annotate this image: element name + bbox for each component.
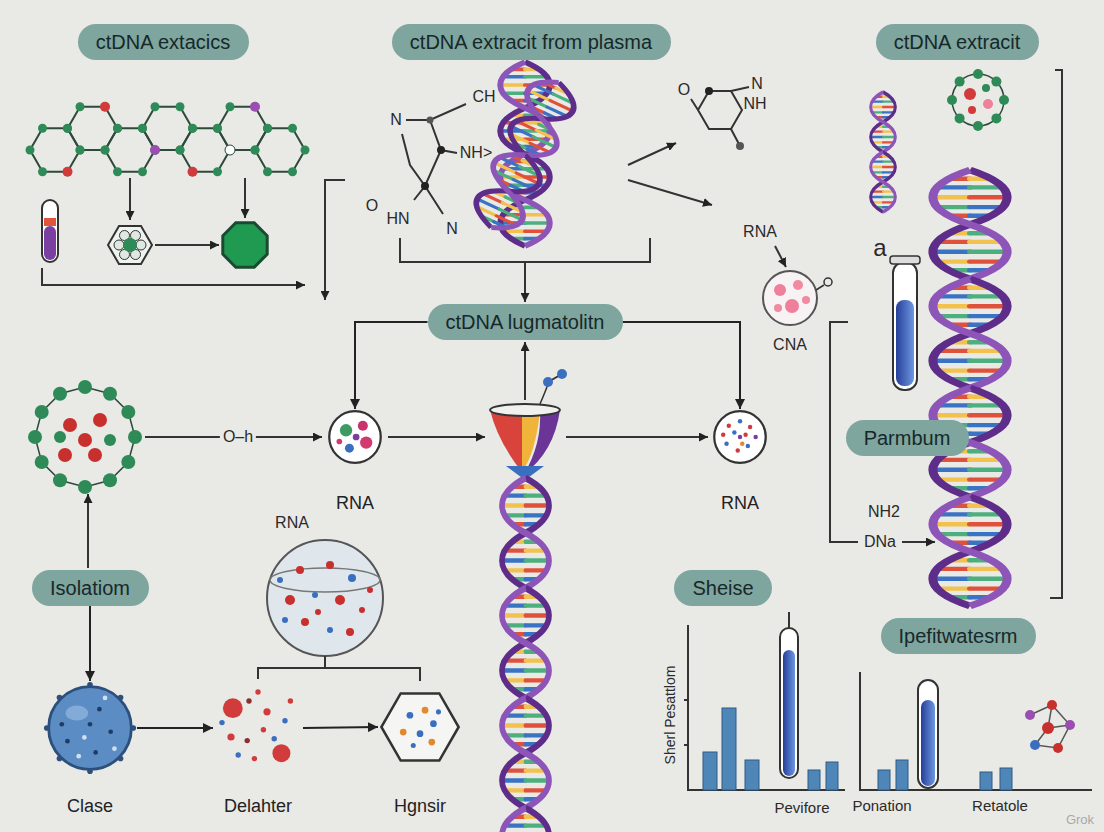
rna-circle: RNA	[712, 409, 768, 465]
cell-circle-shape	[43, 681, 137, 775]
molecule-label: CNA	[773, 336, 807, 354]
title-pill: ctDNA extracit from plasma	[392, 24, 671, 60]
vesicle	[763, 271, 832, 325]
bracket	[258, 656, 420, 681]
axis-title: Retatole	[972, 797, 1028, 814]
cluster-node-shape	[213, 683, 303, 773]
pill-label: Sheise	[692, 576, 753, 600]
node-label: Delahter	[224, 795, 292, 817]
connector-arrow	[137, 727, 213, 729]
dna-helix	[502, 478, 549, 832]
molecule-label: RNA	[743, 223, 777, 241]
node-label: Clase	[67, 795, 113, 817]
bar-chart	[684, 612, 845, 790]
axis-title: Pevifore	[774, 799, 829, 816]
pill-label: Parmbum	[864, 426, 951, 450]
rna-circle: RNA	[327, 409, 383, 465]
connector-arrow	[623, 322, 741, 409]
connector-arrow	[355, 322, 428, 409]
rna-circle-shape	[712, 409, 768, 465]
flow-arrows	[628, 143, 786, 267]
pill-label: ctDNA extracit	[894, 30, 1021, 54]
dna-helix	[871, 92, 1008, 606]
watermark: Grok	[1066, 813, 1094, 828]
flow-arrows	[88, 342, 708, 568]
atom-label: NH2	[868, 503, 900, 521]
cluster-node: Delahter	[213, 683, 303, 773]
hexagon-node-shape	[378, 685, 462, 769]
node-label: RNA	[336, 492, 374, 514]
atom-label: N	[390, 111, 402, 129]
pill-label: ctDNA extracit from plasma	[410, 30, 652, 54]
node-label: RNA	[721, 492, 759, 514]
funnel	[490, 369, 567, 480]
atom-label: CH	[472, 88, 495, 106]
arrow-label: O–h	[220, 428, 256, 446]
atom-label: O	[366, 197, 378, 215]
molecule-cluster	[28, 380, 142, 494]
title-pill: ctDNA extracit	[876, 24, 1039, 60]
rna-circle-shape	[327, 409, 383, 465]
atom-label: N	[446, 220, 458, 238]
chemical-structure	[691, 87, 749, 150]
bar-chart	[860, 672, 1092, 790]
axis-title: Sherl Pesattlom	[662, 666, 678, 765]
process-pill: Isolatiom	[32, 570, 149, 606]
pill-label: Isolatiom	[50, 576, 130, 600]
atom-label: NH	[743, 95, 766, 113]
flow-arrows	[42, 178, 345, 300]
pill-label: ctDNA lugmatolitn	[446, 310, 605, 334]
callout-letter: a	[873, 234, 886, 262]
molecule-label: DNa	[864, 533, 896, 551]
pill-label: Ipefitwatesrm	[899, 624, 1018, 648]
process-pill: Parmbum	[846, 420, 969, 456]
dot-cluster	[947, 69, 1009, 131]
process-pill: ctDNA lugmatolitn	[428, 304, 623, 340]
connector-arrow	[89, 606, 91, 681]
atom-label: HN	[386, 210, 409, 228]
rna-sphere	[267, 540, 383, 656]
flower-hexagon	[108, 226, 152, 264]
cell-circle: Clase	[43, 681, 137, 775]
node-label: Hgnsir	[394, 795, 446, 817]
chart-pill: Ipefitwatesrm	[881, 618, 1036, 654]
connector-arrow	[303, 727, 378, 728]
chemical-structure	[402, 104, 466, 214]
atom-label: O	[678, 81, 690, 99]
pill-label: ctDNA extacics	[96, 30, 230, 54]
green-octagon	[223, 223, 267, 267]
chart-pill: Sheise	[674, 570, 772, 606]
atom-label: N	[751, 75, 763, 93]
title-pill: ctDNA extacics	[78, 24, 249, 60]
sample-tube	[42, 200, 58, 262]
bracket	[400, 238, 650, 302]
bracket	[830, 70, 1062, 598]
atom-label: NH>	[460, 144, 492, 162]
molecule-network	[26, 102, 310, 177]
molecule-label: RNA	[275, 514, 309, 532]
hexagon-node: Hgnsir	[378, 685, 462, 769]
axis-title: Ponation	[852, 797, 911, 814]
test-tube	[890, 256, 920, 390]
